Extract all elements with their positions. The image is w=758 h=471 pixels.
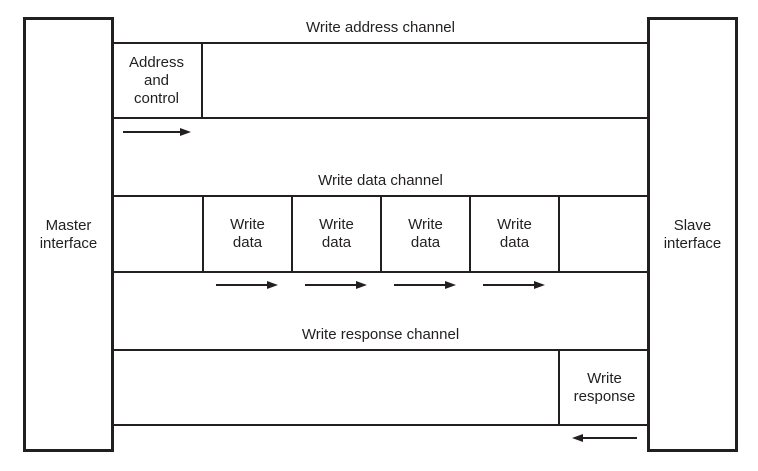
right-arrow-icon <box>216 280 278 290</box>
write-data-label: Write data <box>319 216 354 251</box>
arrow-head <box>356 281 367 289</box>
write-data-box: Write data <box>469 197 558 271</box>
write-response-box: Write response <box>558 351 649 424</box>
arrow-shaft <box>394 284 445 286</box>
write-address-empty-region <box>203 44 649 117</box>
arrow-head <box>534 281 545 289</box>
write-data-label: Write data <box>497 216 532 251</box>
write-data-label: Write data <box>230 216 265 251</box>
arrow-head <box>267 281 278 289</box>
right-arrow-icon <box>305 280 367 290</box>
write-data-box: Write data <box>291 197 380 271</box>
master-interface-box: Master interface <box>23 17 114 452</box>
write-response-channel-band: Write response <box>112 349 649 426</box>
write-data-channel-band: Write data Write data Write data Write d… <box>112 195 649 273</box>
write-address-channel-band: Address and control <box>112 42 649 119</box>
write-response-label: Write response <box>573 369 636 405</box>
arrow-head <box>572 434 583 442</box>
write-data-channel-label: Write data channel <box>318 172 443 189</box>
write-response-empty-region <box>112 351 558 424</box>
right-arrow-icon <box>394 280 456 290</box>
write-data-empty-cell-right <box>558 197 649 271</box>
arrow-shaft <box>583 437 637 439</box>
right-arrow-icon <box>483 280 545 290</box>
master-interface-label: Master interface <box>39 216 98 252</box>
write-data-label: Write data <box>408 216 443 251</box>
write-data-box: Write data <box>202 197 291 271</box>
arrow-shaft <box>305 284 356 286</box>
slave-interface-box: Slave interface <box>647 17 738 452</box>
slave-interface-label: Slave interface <box>663 216 722 252</box>
write-data-empty-cell-left <box>112 197 202 271</box>
arrow-shaft <box>216 284 267 286</box>
left-arrow-icon <box>572 433 637 443</box>
address-control-box: Address and control <box>112 44 203 117</box>
write-address-channel-label: Write address channel <box>306 19 455 36</box>
right-arrow-icon <box>123 127 191 137</box>
write-data-box: Write data <box>380 197 469 271</box>
address-control-label: Address and control <box>128 53 185 107</box>
arrow-shaft <box>123 131 180 133</box>
write-response-channel-label: Write response channel <box>301 326 460 343</box>
arrow-shaft <box>483 284 534 286</box>
arrow-head <box>180 128 191 136</box>
arrow-head <box>445 281 456 289</box>
